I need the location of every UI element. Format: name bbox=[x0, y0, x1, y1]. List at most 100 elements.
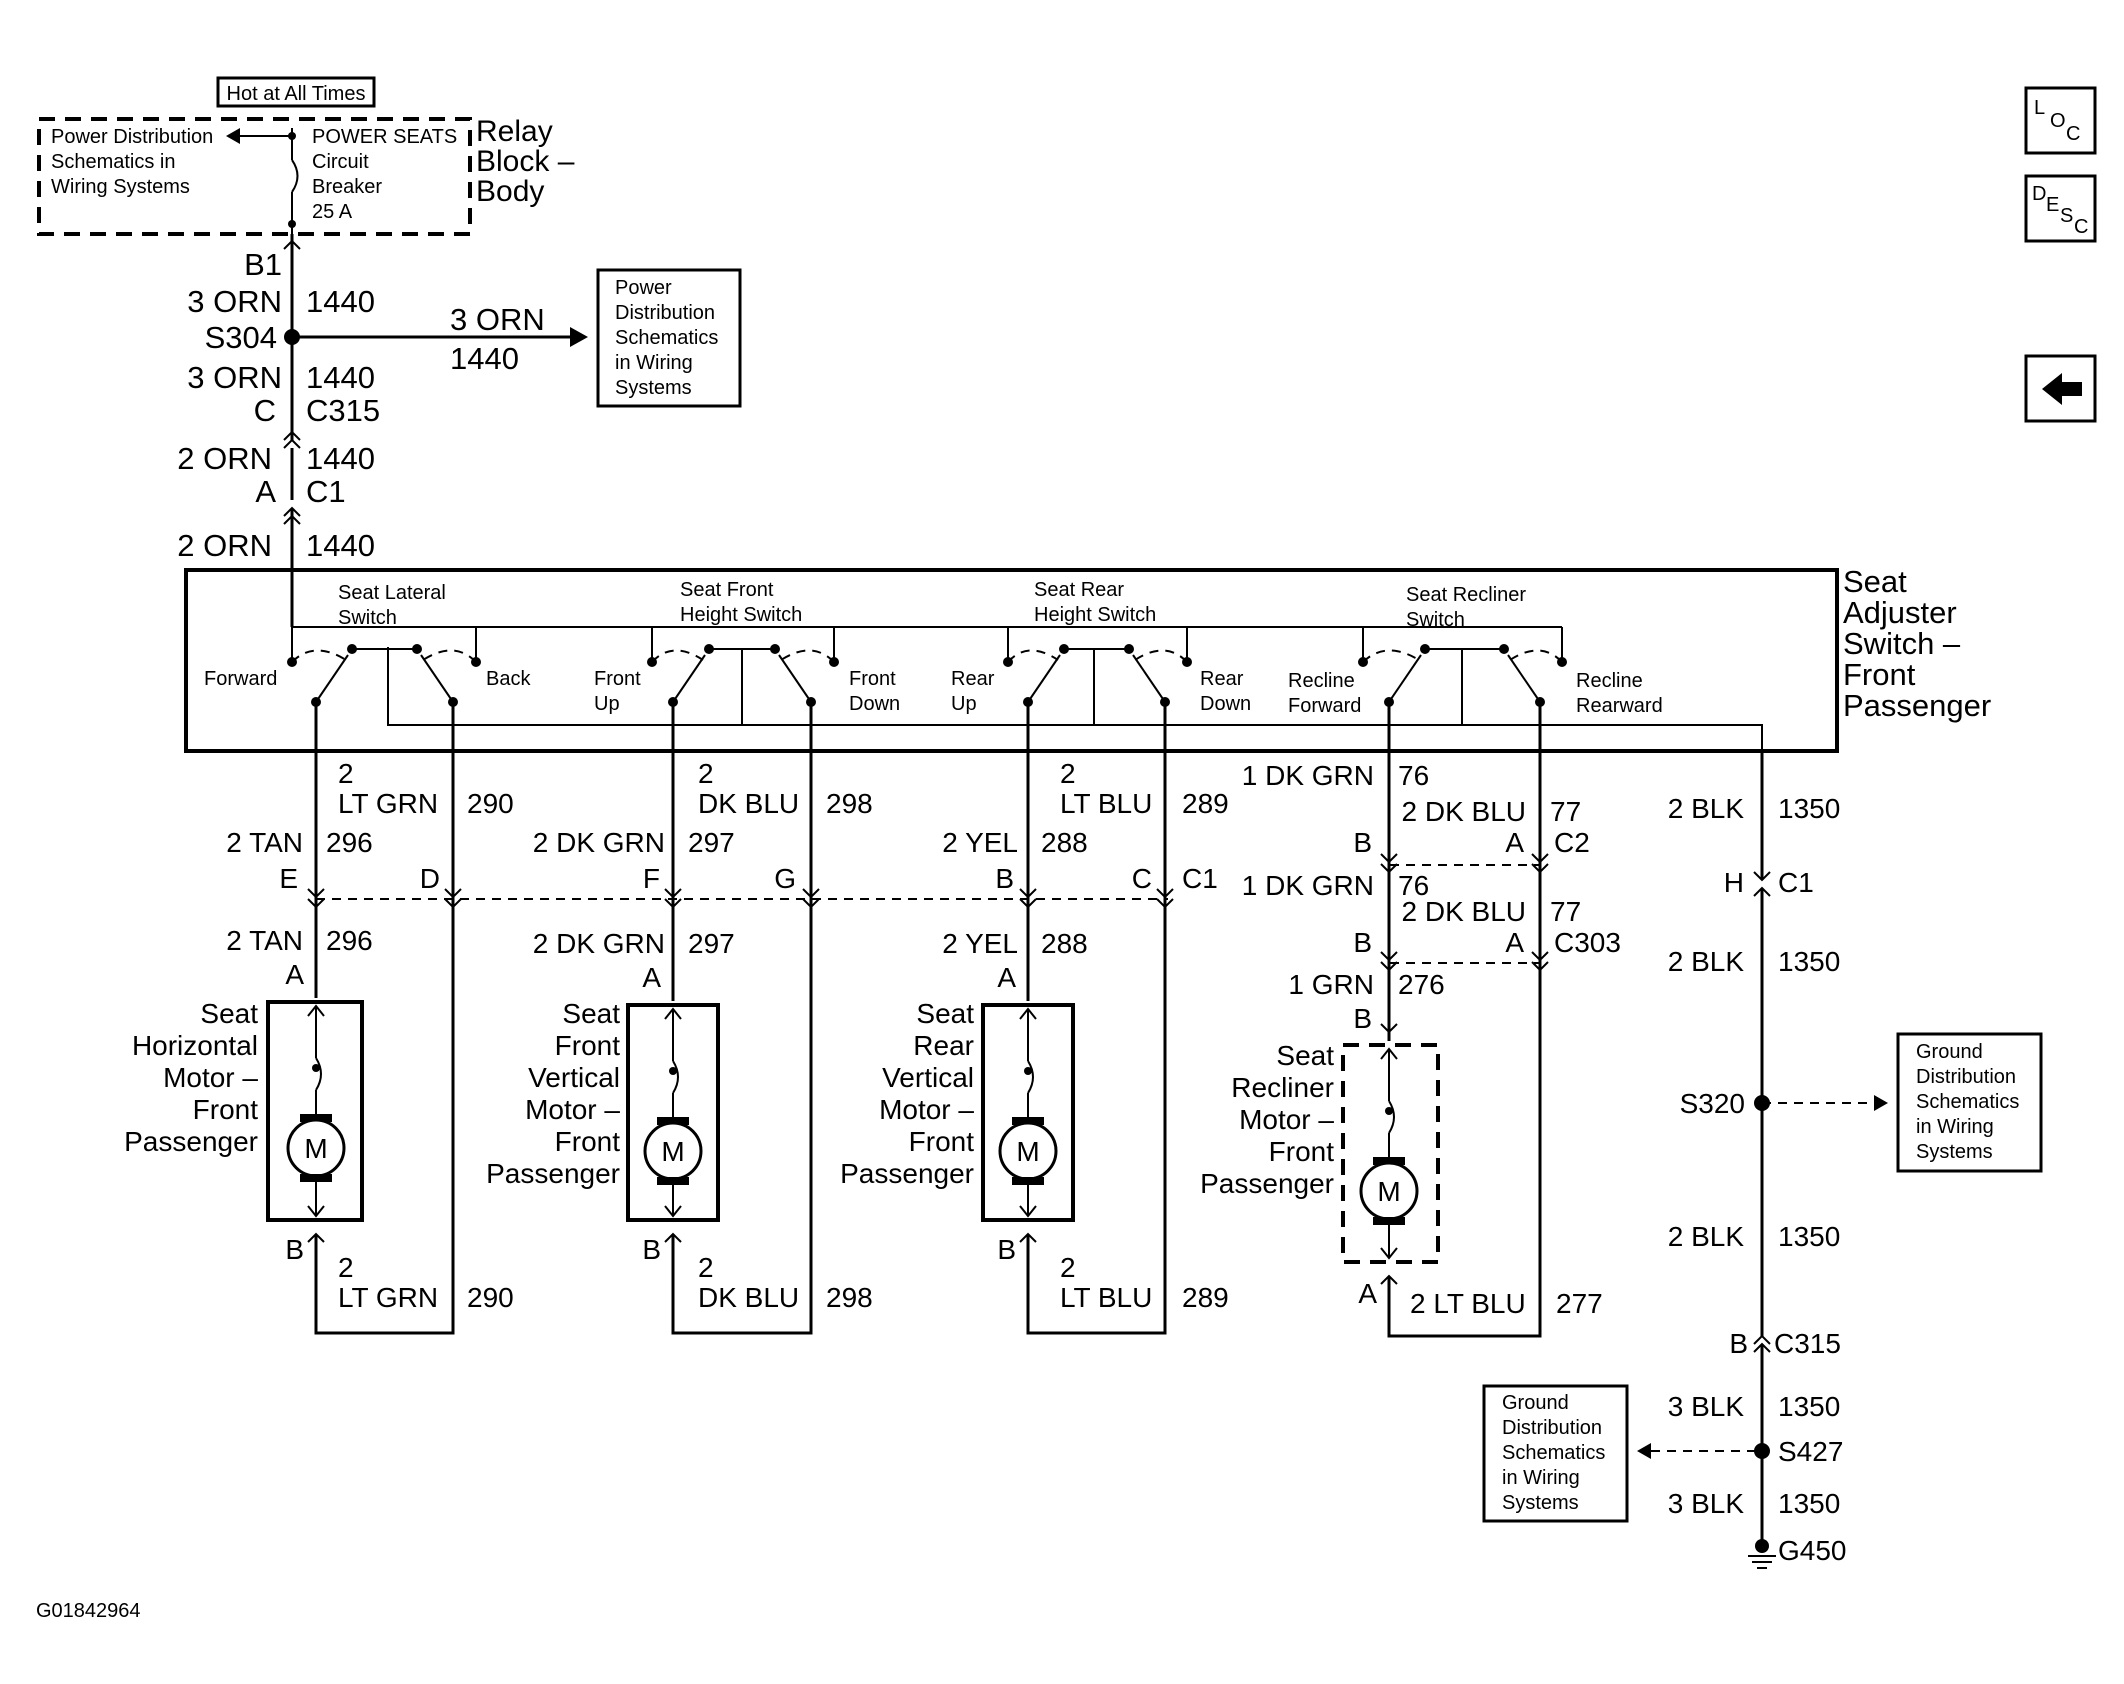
lat-top-gauge: 2 bbox=[338, 758, 354, 789]
rear-up-label-2: Up bbox=[951, 693, 977, 715]
recline-rearward-label-2: Rearward bbox=[1576, 695, 1663, 717]
rc-blu-num: 77 bbox=[1550, 796, 1581, 827]
s320-arrow bbox=[1874, 1095, 1888, 1111]
bottom-fh-gauge: 2 bbox=[698, 1252, 714, 1283]
relay-line-1: Relay bbox=[476, 115, 553, 148]
front-down-label-1: Front bbox=[849, 668, 896, 690]
recliner-motor-box bbox=[1341, 1043, 1440, 1264]
bottom-lat-num: 290 bbox=[467, 1282, 514, 1313]
breaker-line-2: Circuit bbox=[312, 151, 369, 173]
breaker-element bbox=[291, 159, 299, 193]
hot-at-all-times-box bbox=[216, 76, 376, 108]
rc-mid-blu-num: 77 bbox=[1550, 896, 1581, 927]
c303-label: C303 bbox=[1554, 927, 1621, 958]
front-vertical-motor-4: Motor – bbox=[525, 1094, 620, 1125]
horizontal-pin-b: B bbox=[285, 1234, 304, 1265]
bottom-rh-num: 289 bbox=[1182, 1282, 1229, 1313]
s304-branch-arrow bbox=[570, 327, 588, 347]
loc-icon[interactable] bbox=[2024, 86, 2097, 155]
gd-box-1-line-2: Distribution bbox=[1916, 1066, 2016, 1088]
loc-letter-o: O bbox=[2050, 110, 2066, 132]
fh-top-color: DK BLU bbox=[698, 788, 799, 819]
g3-num: 1350 bbox=[1778, 1221, 1840, 1252]
loc-button[interactable]: L O C bbox=[2024, 86, 2097, 155]
rear-vertical-motor-4: Motor – bbox=[879, 1094, 974, 1125]
rear-down-label-2: Down bbox=[1200, 693, 1251, 715]
desc-button[interactable]: D E S C bbox=[2024, 174, 2097, 243]
front-height-blade-right bbox=[778, 654, 812, 703]
desc-icon[interactable] bbox=[2024, 174, 2097, 243]
recliner-motor-1: Seat bbox=[1276, 1040, 1334, 1071]
rear-vertical-thermal-breaker bbox=[1027, 1060, 1034, 1094]
lateral-label-2: Switch bbox=[338, 607, 397, 629]
recliner-label-1: Seat Recliner bbox=[1406, 584, 1526, 606]
breaker-line-4: 25 A bbox=[312, 201, 353, 223]
horizontal-breaker-node bbox=[312, 1064, 320, 1072]
feed-wire: B1 3 ORN 1440 S304 3 ORN 1440 Power Dist… bbox=[177, 234, 742, 627]
fh-left-color: 2 DK GRN bbox=[533, 827, 665, 858]
recliner-b-connector bbox=[1380, 1023, 1398, 1034]
circuit-labels: 2 LT GRN 290 2 TAN 296 E D 2 TAN 296 2 D… bbox=[226, 758, 1621, 1034]
pd-box-line-1: Power bbox=[615, 277, 672, 299]
front-vertical-motor-5: Front bbox=[555, 1126, 621, 1157]
rh-top-gauge: 2 bbox=[1060, 758, 1076, 789]
recliner-motor-4: Front bbox=[1269, 1136, 1335, 1167]
c1-label: C1 bbox=[306, 474, 346, 509]
back-label: Back bbox=[486, 668, 531, 690]
g5-num: 1350 bbox=[1778, 1488, 1840, 1519]
inline-connector-9 bbox=[1531, 951, 1549, 972]
bottom-rh-gauge: 2 bbox=[1060, 1252, 1076, 1283]
rc-mid-blu-color: 2 DK BLU bbox=[1402, 896, 1527, 927]
s427-label: S427 bbox=[1778, 1436, 1843, 1467]
front-vertical-bottom-connector bbox=[664, 1232, 682, 1243]
back-button[interactable] bbox=[2024, 354, 2097, 423]
feed-w2-color: 3 ORN bbox=[450, 302, 545, 337]
gd-box-1-line-3: Schematics bbox=[1916, 1091, 2019, 1113]
rh-top-color: LT BLU bbox=[1060, 788, 1152, 819]
inline-connector-1 bbox=[444, 888, 462, 909]
switch-title-4: Front bbox=[1843, 657, 1916, 692]
rc-grn-color: 1 GRN bbox=[1288, 969, 1374, 1000]
front-vertical-motor-m: M bbox=[661, 1136, 684, 1167]
lateral-throw-arc-left bbox=[291, 649, 347, 663]
fh-left-num: 297 bbox=[688, 827, 735, 858]
ground-symbol-icon bbox=[1748, 1555, 1776, 1569]
rh-mid-color: 2 YEL bbox=[942, 928, 1018, 959]
recline-forward-label-1: Recline bbox=[1288, 670, 1355, 692]
rear-vertical-motor-3: Vertical bbox=[882, 1062, 974, 1093]
recliner-thermal-breaker bbox=[1388, 1100, 1395, 1134]
g1-color: 2 BLK bbox=[1668, 793, 1745, 824]
horizontal-brush-top bbox=[300, 1114, 332, 1122]
recliner-motor-bottom-arrow bbox=[1380, 1247, 1398, 1260]
bottom-labels: 2 LT GRN 290 2 DK BLU 298 2 LT BLU 289 2… bbox=[338, 1252, 1603, 1319]
front-vertical-motor-6: Passenger bbox=[486, 1158, 620, 1189]
horizontal-brush-bottom bbox=[300, 1174, 332, 1182]
pd-box-line-3: Schematics bbox=[615, 327, 718, 349]
c1-connector bbox=[283, 506, 301, 525]
c1-pin: A bbox=[255, 474, 276, 509]
b1-label: B1 bbox=[244, 247, 282, 282]
front-vertical-motor-bottom-arrow bbox=[664, 1205, 682, 1218]
relay-block: Hot at All Times Power Distribution Sche… bbox=[37, 76, 575, 236]
breaker-line-3: Breaker bbox=[312, 176, 382, 198]
front-vertical-thermal-breaker bbox=[672, 1060, 679, 1094]
lateral-blade-right bbox=[420, 654, 454, 703]
recliner-motor-3: Motor – bbox=[1239, 1104, 1334, 1135]
front-height-blade-left bbox=[672, 654, 706, 703]
bottom-lat-gauge: 2 bbox=[338, 1252, 354, 1283]
h-pin: H bbox=[1724, 867, 1744, 898]
g3-color: 2 BLK bbox=[1668, 1221, 1745, 1252]
bottom-rh-color: LT BLU bbox=[1060, 1282, 1152, 1313]
front-height-throw-arc-right bbox=[780, 649, 835, 663]
inline-connector-2 bbox=[664, 888, 682, 909]
rear-vertical-pin-a: A bbox=[997, 962, 1016, 993]
rh-top-num: 289 bbox=[1182, 788, 1229, 819]
recliner-label-2: Switch bbox=[1406, 609, 1465, 631]
gd-box-2 bbox=[1482, 1384, 1629, 1523]
g5-color: 3 BLK bbox=[1668, 1488, 1745, 1519]
rear-height-throw-arc-left bbox=[1007, 649, 1059, 663]
front-vertical-motor-2: Front bbox=[555, 1030, 621, 1061]
gd-box-2-line-4: in Wiring bbox=[1502, 1467, 1580, 1489]
horizontal-motor-5: Passenger bbox=[124, 1126, 258, 1157]
recline-rearward-label-1: Recline bbox=[1576, 670, 1643, 692]
